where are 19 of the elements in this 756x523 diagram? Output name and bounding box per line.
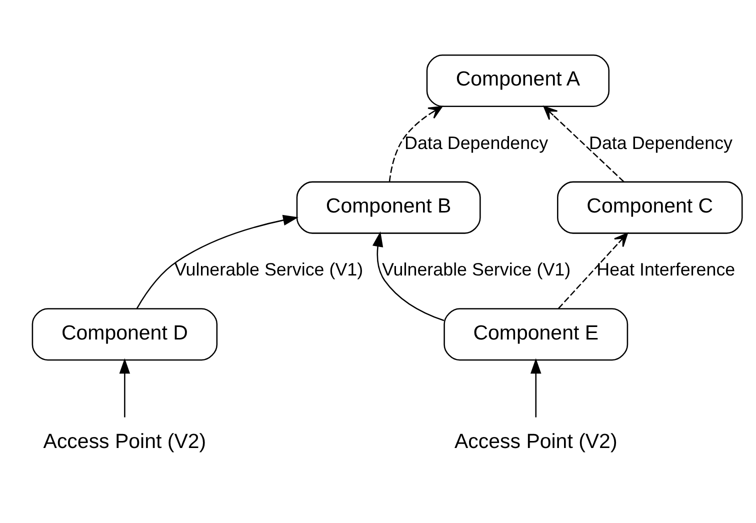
arrow [388, 105, 443, 182]
arrow [119, 358, 130, 417]
node-box: Component B [296, 180, 481, 234]
edge-label: Data Dependency [589, 132, 733, 152]
arrow [558, 232, 628, 308]
node-text: Access Point (V2) [43, 430, 206, 453]
edge-label: Vulnerable Service (V1) [174, 259, 364, 280]
node-box: Component E [444, 308, 628, 360]
node-box: Component A [426, 54, 610, 106]
node-box: Component C [557, 180, 743, 234]
edge-label: Vulnerable Service (V1) [382, 259, 571, 280]
node-box: Component D [32, 308, 218, 360]
arrow [530, 358, 542, 417]
arrow [372, 230, 444, 321]
edge-label: Data Dependency [404, 132, 548, 152]
arrow [136, 214, 298, 308]
edge-label: Heat Interference [596, 259, 736, 280]
arrow [543, 105, 624, 182]
node-text: Access Point (V2) [454, 430, 618, 453]
